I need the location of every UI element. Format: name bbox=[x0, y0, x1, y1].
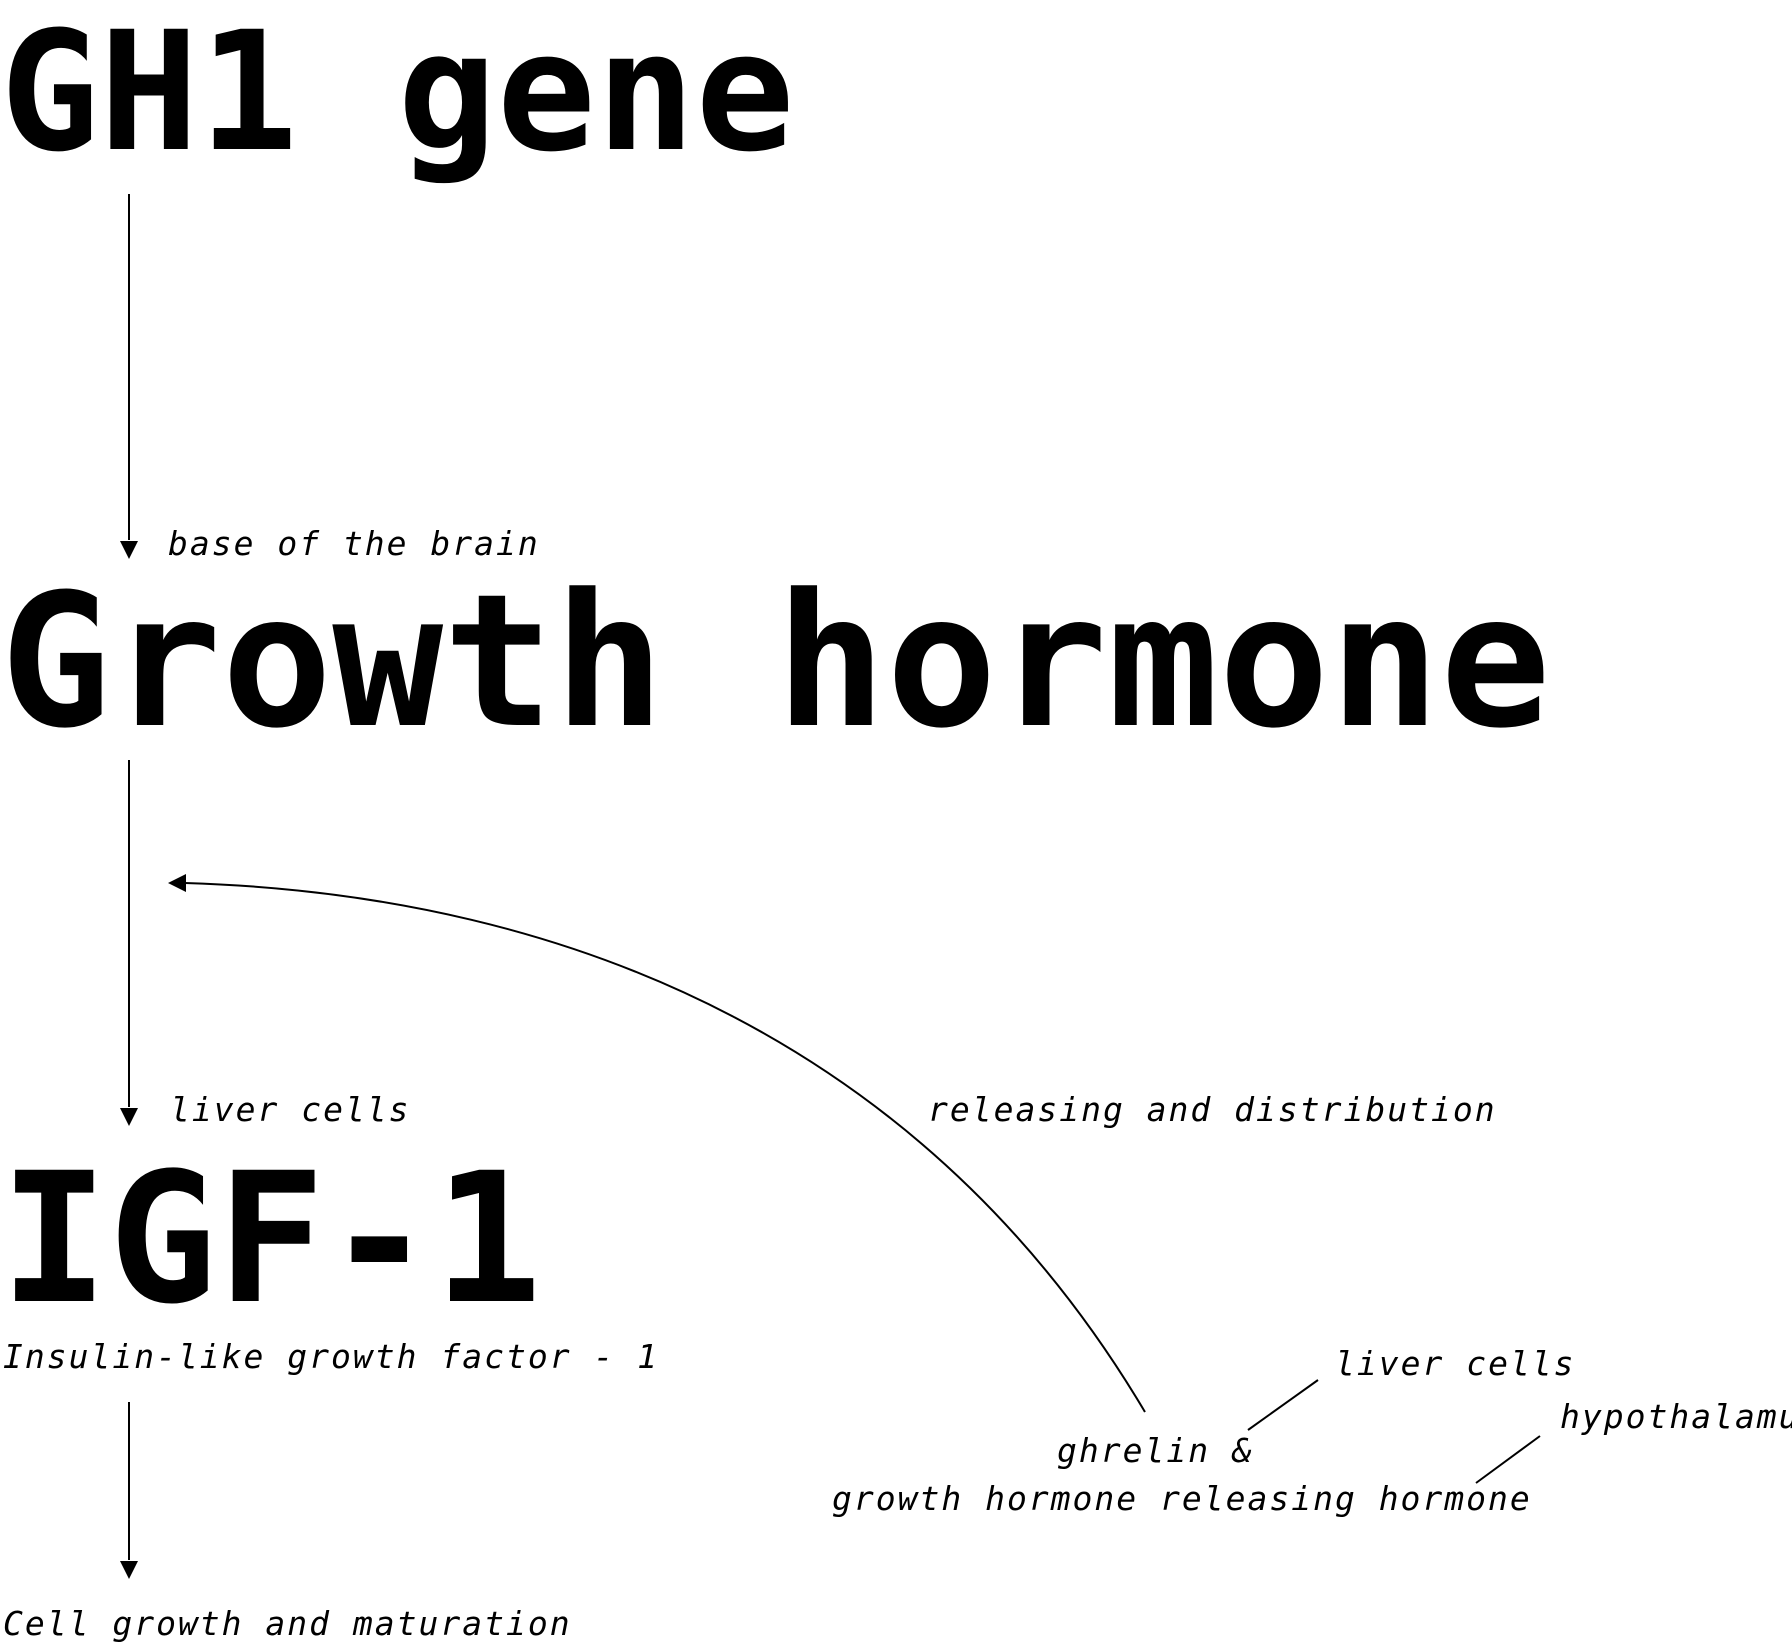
arrow-hormone-to-igf-head bbox=[120, 1108, 138, 1126]
leader-line-hypothalamus bbox=[1475, 1435, 1541, 1484]
label-hypothalamus: hypothalamus bbox=[1560, 1397, 1792, 1436]
label-igf-1-full-name: Insulin-like growth factor - 1 bbox=[3, 1337, 660, 1376]
node-cell-growth-and-maturation: Cell growth and maturation bbox=[3, 1604, 572, 1643]
node-gh1-gene: GH1 gene bbox=[0, 0, 795, 188]
label-growth-hormone-releasing-hormone: growth hormone releasing hormone bbox=[832, 1479, 1532, 1518]
node-growth-hormone: Growth hormone bbox=[0, 555, 1551, 769]
leader-line-liver-cells bbox=[1247, 1379, 1319, 1431]
feedback-curve bbox=[184, 882, 1146, 1413]
arrow-igf-to-outcome-head bbox=[120, 1561, 138, 1579]
arrow-gene-to-hormone-head bbox=[120, 541, 138, 559]
label-liver-cells-source: liver cells bbox=[1335, 1344, 1576, 1383]
label-ghrelin: ghrelin & bbox=[1057, 1431, 1254, 1470]
feedback-arrow-head bbox=[168, 874, 186, 892]
node-igf-1: IGF-1 bbox=[0, 1135, 542, 1344]
label-base-of-the-brain: base of the brain bbox=[168, 524, 540, 563]
label-releasing-and-distribution: releasing and distribution bbox=[928, 1090, 1497, 1129]
label-liver-cells-edge: liver cells bbox=[170, 1090, 411, 1129]
